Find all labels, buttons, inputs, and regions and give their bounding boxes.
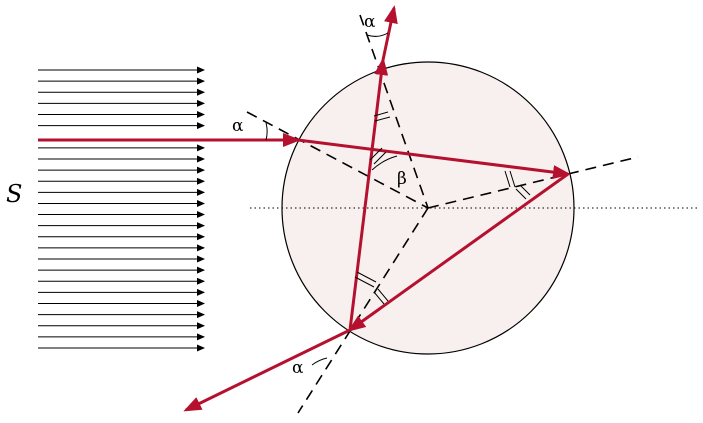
double-mark-right-a [504, 170, 516, 188]
normal-line-top [359, 14, 429, 209]
double-mark-bottom-a [354, 271, 377, 288]
normal-line-right [427, 156, 639, 209]
normal-line-entry [246, 111, 429, 209]
normal-line-bottom [297, 207, 429, 414]
source-label: S [6, 180, 22, 208]
double-mark-top [373, 111, 391, 122]
beta-arc [371, 155, 398, 171]
alpha-label-bottom: α [292, 358, 304, 378]
double-mark-bottom-b [373, 288, 389, 305]
angle-marks [265, 32, 531, 366]
double-mark-left [369, 147, 387, 165]
exit-ray-bottom [183, 328, 351, 412]
beta-label: β [397, 169, 407, 189]
alpha-arc-bottom [311, 357, 328, 366]
alpha-arc-entry [265, 122, 268, 141]
alpha-arc-top [366, 32, 389, 37]
upward-ray-inside [348, 57, 389, 331]
reflected-ray-inside [347, 172, 569, 332]
double-mark-right-b [515, 184, 531, 200]
exit-ray-top [381, 5, 398, 61]
light-path [38, 5, 571, 412]
alpha-label-top: α [364, 12, 376, 32]
alpha-label-entry: α [232, 116, 244, 136]
incident-parallel-rays [38, 66, 205, 352]
refracted-ray-inside [297, 138, 571, 180]
